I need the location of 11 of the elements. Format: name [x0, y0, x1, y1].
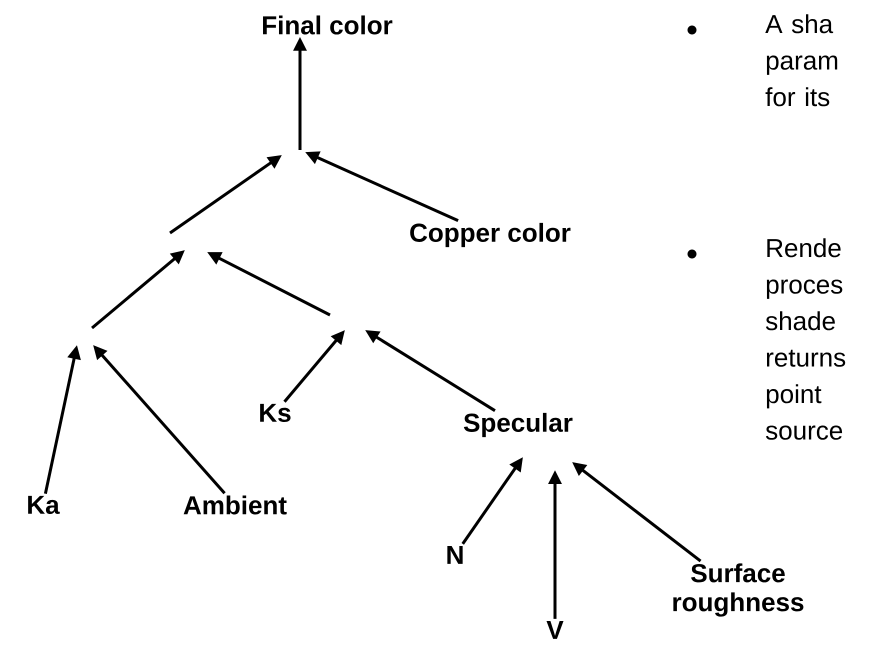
node-label: Ambient	[184, 495, 287, 515]
bullet-text: Rende proces shade returns point source	[766, 238, 846, 440]
bullet-text: A sha param for its	[765, 14, 838, 106]
node-label: Final color	[263, 15, 392, 35]
node-label: Ka	[28, 496, 60, 514]
node-label: Copper color	[410, 222, 570, 248]
node-label: Ks	[260, 404, 291, 422]
node-label: Specular	[464, 412, 573, 438]
node-label: V	[546, 621, 564, 639]
node-label: Surface roughness	[673, 563, 804, 617]
node-label: N	[447, 546, 463, 564]
